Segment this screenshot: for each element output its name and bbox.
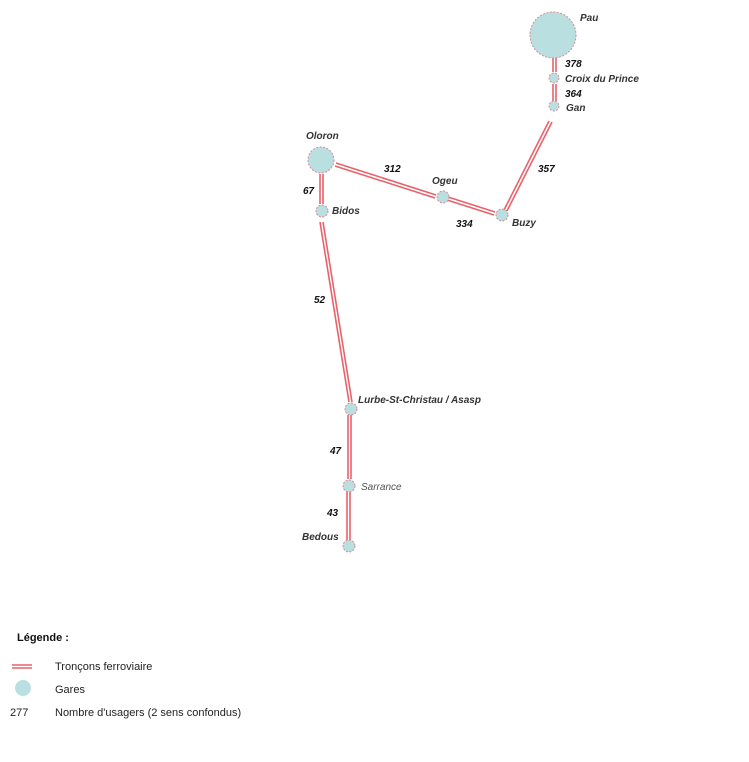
count-gan-buzy: 357 <box>538 164 555 175</box>
count-bidos-lurbe: 52 <box>314 295 326 306</box>
count-oloron-bidos: 67 <box>303 186 315 197</box>
station-buzy-marker <box>495 208 509 222</box>
track-oloron-bidos <box>319 174 324 204</box>
track-oloron-ogeu <box>334 162 437 199</box>
legend: Légende : Tronçons ferroviaire Gares 277… <box>10 632 241 719</box>
stations <box>307 11 577 553</box>
station-croix-marker <box>548 72 560 84</box>
station-bedous-marker <box>342 539 356 553</box>
track-sarrance-bedous <box>346 492 351 540</box>
track-gan-buzy <box>503 120 553 212</box>
segment-counts: 378 364 357 312 334 67 52 47 43 <box>303 59 582 519</box>
count-croix-gan: 364 <box>565 89 582 100</box>
station-sarrance-label: Sarrance <box>361 482 402 493</box>
station-lurbe-label: Lurbe-St-Christau / Asasp <box>358 395 481 406</box>
station-bidos-label: Bidos <box>332 206 360 217</box>
station-croix-label: Croix du Prince <box>565 74 639 85</box>
station-pau-marker <box>529 11 577 59</box>
station-pau-label: Pau <box>580 13 598 24</box>
track-bidos-lurbe <box>319 221 353 403</box>
station-sarrance-marker <box>342 479 356 493</box>
station-gan-marker <box>548 100 560 112</box>
track-croix-gan <box>552 84 557 101</box>
legend-station-swatch <box>15 680 31 696</box>
track-ogeu-buzy <box>446 196 496 216</box>
station-labels: Pau Croix du Prince Gan Oloron Ogeu Buzy… <box>302 13 639 543</box>
station-ogeu-label: Ogeu <box>432 176 458 187</box>
station-oloron-marker <box>307 146 335 174</box>
station-bidos-marker <box>315 204 329 218</box>
station-bedous-label: Bedous <box>302 532 339 543</box>
station-oloron-label: Oloron <box>306 131 339 142</box>
legend-track-swatch <box>12 664 32 669</box>
count-oloron-ogeu: 312 <box>384 164 401 175</box>
legend-users-label: Nombre d'usagers (2 sens confondus) <box>55 707 241 719</box>
count-ogeu-buzy: 334 <box>456 219 473 230</box>
track-segments <box>319 52 557 540</box>
legend-stations-label: Gares <box>55 684 85 696</box>
station-gan-label: Gan <box>566 103 585 114</box>
count-lurbe-sarrance: 47 <box>329 446 342 457</box>
legend-title: Légende : <box>17 632 69 644</box>
count-sarrance-bedous: 43 <box>326 508 339 519</box>
station-ogeu-marker <box>436 190 450 204</box>
legend-sample-number: 277 <box>10 707 28 719</box>
station-lurbe-marker <box>344 402 358 416</box>
track-lurbe-sarrance <box>347 415 352 479</box>
count-pau-croix: 378 <box>565 59 582 70</box>
legend-tracks-label: Tronçons ferroviaire <box>55 661 152 673</box>
station-buzy-label: Buzy <box>512 218 536 229</box>
